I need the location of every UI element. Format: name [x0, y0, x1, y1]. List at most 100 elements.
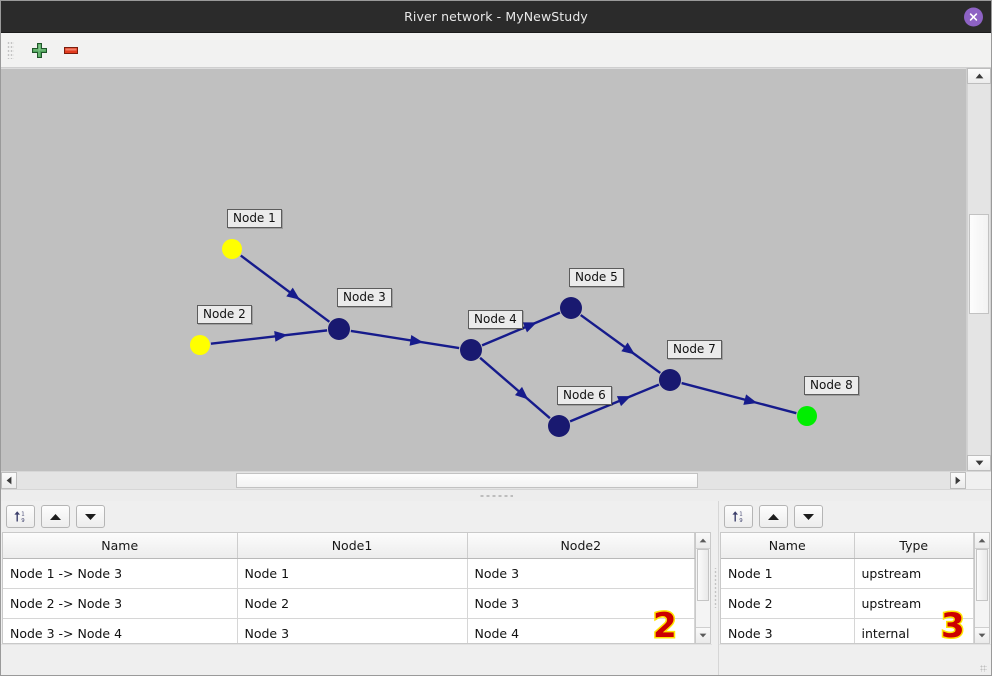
graph-node-label-node-2[interactable]: Node 2: [197, 305, 252, 324]
column-header-name[interactable]: Name: [721, 533, 855, 559]
graph-edge[interactable]: [240, 254, 331, 323]
column-header-node2[interactable]: Node2: [467, 533, 695, 559]
column-header-node1[interactable]: Node1: [237, 533, 468, 559]
links-scroll-track[interactable]: [696, 549, 710, 627]
remove-node-button[interactable]: [60, 39, 82, 61]
scroll-up-button[interactable]: [967, 68, 991, 84]
graph-node-label-node-7[interactable]: Node 7: [667, 340, 722, 359]
resize-grip-icon[interactable]: [980, 665, 987, 672]
links-sort-button[interactable]: 1 9: [6, 505, 35, 528]
graph-node-node-6[interactable]: [548, 415, 570, 437]
svg-text:1: 1: [21, 512, 24, 518]
graph-node-node-5[interactable]: [560, 297, 582, 319]
graph-edge[interactable]: [479, 356, 551, 420]
graph-node-node-3[interactable]: [328, 318, 350, 340]
graph-node-label-node-5[interactable]: Node 5: [569, 268, 624, 287]
graph-edge[interactable]: [681, 381, 797, 415]
links-scroll-down-button[interactable]: [696, 627, 710, 643]
remove-minus-icon: [63, 47, 78, 54]
scroll-right-button[interactable]: [950, 472, 966, 489]
nodes-scroll-down-button[interactable]: [975, 627, 989, 643]
table-cell[interactable]: Node 3: [721, 618, 855, 643]
canvas-horizontal-scrollbar[interactable]: [1, 471, 991, 489]
links-scroll-up-button[interactable]: [696, 533, 710, 549]
add-node-button[interactable]: [28, 39, 50, 61]
sort-arrow-icon: 1 9: [732, 511, 743, 524]
scrollbar-corner: [966, 472, 991, 489]
window-title: River network - MyNewStudy: [404, 9, 588, 24]
graph-node-label-node-6[interactable]: Node 6: [557, 386, 612, 405]
scroll-left-button[interactable]: [1, 472, 17, 489]
table-cell[interactable]: Node 2: [237, 588, 468, 619]
svg-text:9: 9: [739, 518, 743, 524]
nodes-scroll-thumb[interactable]: [976, 549, 988, 601]
table-cell[interactable]: Node 2 -> Node 3: [3, 588, 238, 619]
table-cell[interactable]: upstream: [854, 588, 974, 619]
table-cell[interactable]: Node 3: [467, 558, 695, 589]
graph-edge[interactable]: [350, 329, 460, 350]
nodes-move-down-button[interactable]: [794, 505, 823, 528]
table-cell[interactable]: Node 3: [237, 618, 468, 643]
links-table-scrollbar[interactable]: [695, 532, 711, 644]
graph-panel: Node 1 Node 2 Node 3 Node 4 Node 5 Node 6 Node…: [1, 68, 991, 471]
graph-edge[interactable]: [210, 329, 328, 345]
nodes-sort-button[interactable]: 1 9: [724, 505, 753, 528]
graph-node-label-node-1[interactable]: Node 1: [227, 209, 282, 228]
table-cell[interactable]: Node 4: [467, 618, 695, 643]
table-cell[interactable]: Node 3: [467, 588, 695, 619]
canvas-hscroll-thumb[interactable]: [236, 473, 698, 488]
links-scroll-thumb[interactable]: [697, 549, 709, 601]
canvas-hscroll-track[interactable]: [17, 472, 950, 489]
graph-edge[interactable]: [579, 314, 662, 374]
canvas-vertical-scrollbar[interactable]: [966, 68, 991, 471]
table-cell[interactable]: Node 2: [721, 588, 855, 619]
graph-node-node-1[interactable]: [222, 239, 242, 259]
nodes-move-up-button[interactable]: [759, 505, 788, 528]
table-cell[interactable]: Node 3 -> Node 4: [3, 618, 238, 643]
graph-node-node-7[interactable]: [659, 369, 681, 391]
table-cell[interactable]: Node 1 -> Node 3: [3, 558, 238, 589]
svg-text:9: 9: [21, 518, 25, 524]
graph-node-node-4[interactable]: [460, 339, 482, 361]
network-canvas[interactable]: Node 1 Node 2 Node 3 Node 4 Node 5 Node 6 Node…: [1, 68, 967, 471]
nodes-table-scrollbar[interactable]: [974, 532, 990, 644]
nodes-scroll-up-button[interactable]: [975, 533, 989, 549]
canvas-vscroll-thumb[interactable]: [969, 214, 989, 314]
vertical-splitter[interactable]: [712, 568, 718, 608]
table-cell[interactable]: upstream: [854, 558, 974, 589]
column-header-type[interactable]: Type: [854, 533, 974, 559]
canvas-vscroll-track[interactable]: [967, 84, 991, 455]
toolbar-drag-handle[interactable]: [7, 41, 14, 59]
links-move-down-button[interactable]: [76, 505, 105, 528]
graph-edge[interactable]: [569, 383, 660, 423]
graph-edge-arrow-icon: [621, 342, 635, 355]
scroll-down-button[interactable]: [967, 455, 991, 471]
horizontal-splitter[interactable]: [1, 489, 991, 501]
column-header-name[interactable]: Name: [3, 533, 238, 559]
links-toolbar: 1 9: [1, 501, 712, 532]
nodes-scroll-track[interactable]: [975, 549, 989, 627]
graph-node-label-node-4[interactable]: Node 4: [468, 310, 523, 329]
graph-edge[interactable]: [481, 311, 561, 347]
graph-edge-arrow-icon: [514, 386, 529, 400]
links-move-up-button[interactable]: [41, 505, 70, 528]
table-cell[interactable]: Node 1: [721, 558, 855, 589]
close-button[interactable]: [964, 7, 983, 26]
graph-node-label-node-8[interactable]: Node 8: [804, 376, 859, 395]
river-network-diagram[interactable]: [1, 69, 966, 471]
table-cell[interactable]: internal: [854, 618, 974, 643]
graph-node-label-node-3[interactable]: Node 3: [337, 288, 392, 307]
graph-node-node-2[interactable]: [190, 335, 210, 355]
arrow-up-icon: [768, 513, 779, 520]
table-cell[interactable]: Node 1: [237, 558, 468, 589]
graph-node-node-8[interactable]: [797, 406, 817, 426]
